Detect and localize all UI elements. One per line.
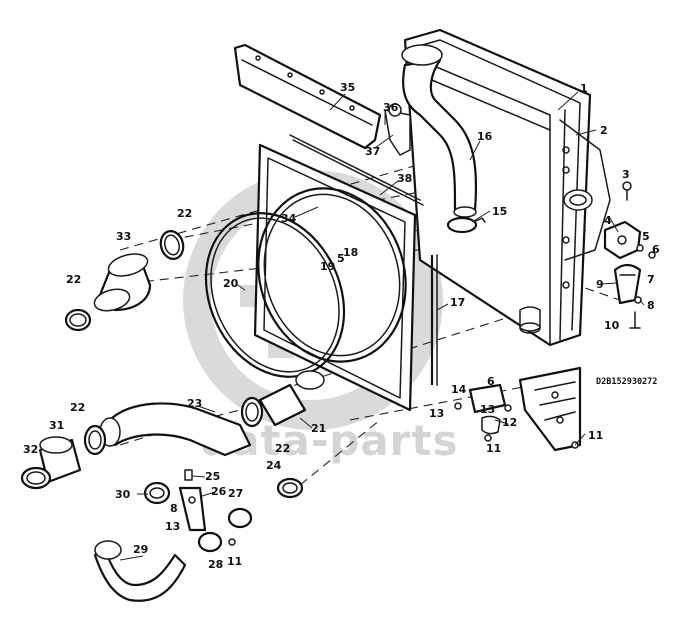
bolt-11-bottom: [228, 538, 236, 546]
callout-9: 9: [596, 278, 604, 291]
callout-34: 34: [281, 212, 297, 225]
callout-22-left: 22: [66, 273, 81, 286]
coupler-22-lower-left: [83, 424, 107, 456]
callout-36: 36: [383, 101, 399, 114]
bolt-25: [184, 469, 193, 481]
callout-37: 37: [365, 145, 380, 158]
radiator-core: [403, 28, 611, 347]
callout-24: 24: [266, 459, 282, 472]
hose-clamp-22-top: [159, 230, 185, 260]
callout-23: 23: [187, 397, 202, 410]
callout-10: 10: [604, 319, 620, 332]
callout-12: 12: [502, 416, 517, 429]
lower-hose-23: [99, 402, 252, 457]
callout-11-bottom: 11: [227, 555, 242, 568]
callout-31: 31: [49, 419, 64, 432]
callout-20: 20: [223, 277, 239, 290]
part-number-label: D2B152930272: [596, 377, 657, 387]
pipe-29: [93, 540, 187, 602]
intake-elbow-33: [93, 253, 152, 312]
leader-lines: [119, 91, 645, 561]
callout-35: 35: [340, 81, 355, 94]
bracket-26: [178, 486, 207, 532]
callout-4: 4: [604, 214, 612, 227]
callout-32: 32: [23, 443, 38, 456]
lower-bracket: [518, 366, 582, 452]
upper-hose: [401, 44, 478, 218]
bracket-37: [384, 103, 411, 156]
callout-labels: 1 2 3 4 5 6 7 9 8 10 35 36 37 16 38 15 3…: [23, 81, 660, 571]
callout-22-lower-left: 22: [70, 401, 85, 414]
callout-16: 16: [477, 130, 493, 143]
hose-21: [258, 370, 325, 427]
callout-6: 6: [652, 243, 660, 256]
hose-clamp-15: [446, 216, 486, 234]
callout-1: 1: [580, 82, 588, 95]
callout-13-lower: 13: [165, 520, 180, 533]
callout-28: 28: [208, 558, 223, 571]
callout-33: 33: [116, 230, 131, 243]
callout-26: 26: [211, 485, 227, 498]
callout-15: 15: [492, 205, 507, 218]
mount-hardware: [603, 181, 656, 329]
fan-shroud: [253, 134, 424, 412]
callout-25: 25: [205, 470, 220, 483]
callout-17: 17: [450, 296, 465, 309]
callout-19: 19: [320, 260, 335, 273]
callout-22-top: 22: [177, 207, 192, 220]
callout-30: 30: [115, 488, 131, 501]
callout-38: 38: [397, 172, 412, 185]
clamp-28: [197, 531, 223, 553]
callout-22-lower-mid: 22: [275, 442, 290, 455]
callout-11-mid: 11: [486, 442, 501, 455]
small-bracket-set: [454, 383, 579, 449]
callout-13-right: 13: [429, 407, 444, 420]
sleeve-31: [38, 436, 82, 484]
callout-18: 18: [343, 246, 358, 259]
callout-5-mid: 5: [337, 252, 345, 265]
clamp-27: [227, 507, 253, 529]
coupler-22-mid: [240, 396, 264, 428]
callout-7: 7: [647, 273, 655, 286]
callout-3: 3: [622, 168, 630, 181]
callout-8-lower: 8: [170, 502, 178, 515]
clamp-32: [20, 466, 52, 490]
seal-strip-17: [430, 254, 438, 386]
callout-2: 2: [600, 124, 608, 137]
callout-14: 14: [451, 383, 467, 396]
hose-clamp-22-left: [64, 308, 92, 332]
callout-11-right: 11: [588, 429, 603, 442]
callout-6-lower: 6: [487, 375, 495, 388]
clamp-24: [276, 477, 304, 499]
callout-13-mid: 13: [480, 403, 495, 416]
callout-29: 29: [133, 543, 148, 556]
callout-21: 21: [311, 422, 326, 435]
callout-27: 27: [228, 487, 243, 500]
top-cover-plate: [233, 43, 382, 150]
clamp-30: [143, 481, 171, 505]
callout-5: 5: [642, 230, 650, 243]
callout-8: 8: [647, 299, 655, 312]
